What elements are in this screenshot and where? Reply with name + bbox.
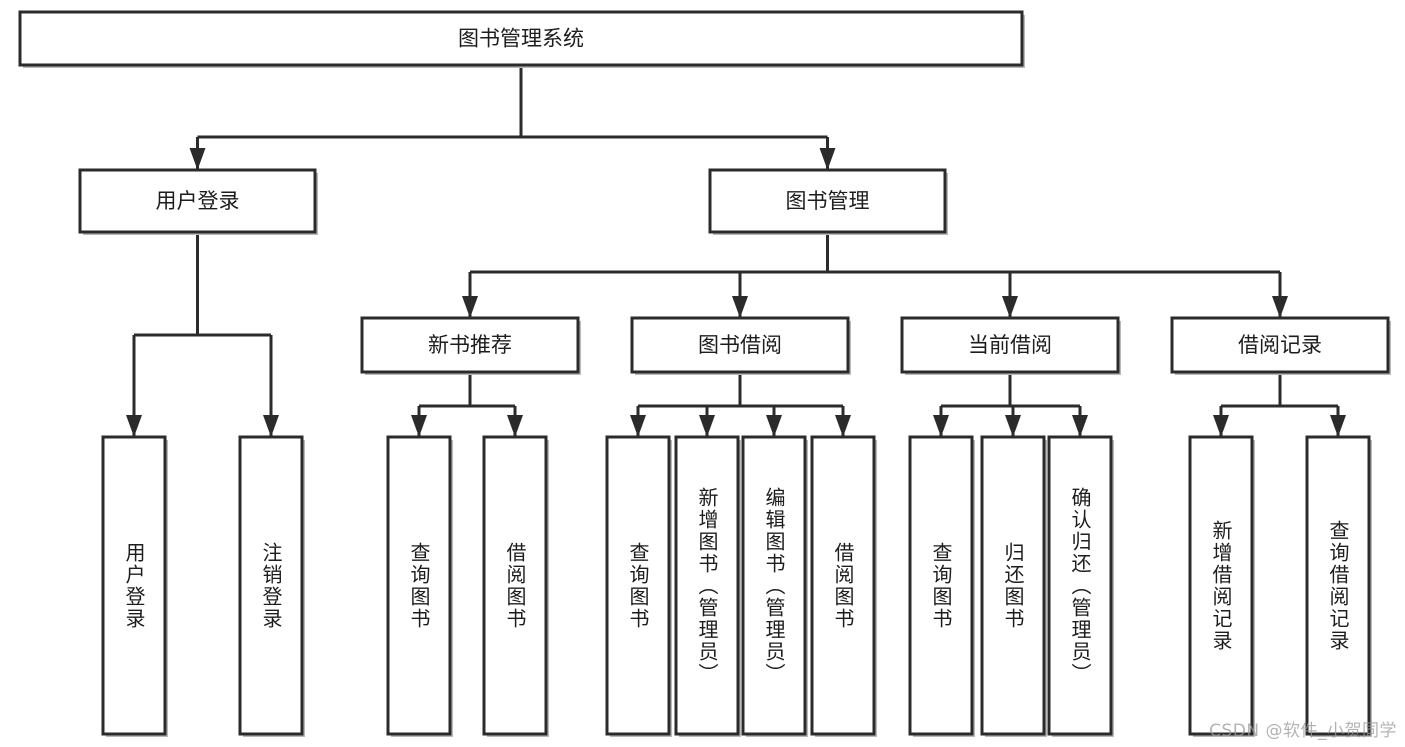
leaf-node-5[interactable] xyxy=(674,435,740,736)
level3-node-1[interactable] xyxy=(630,316,850,374)
root-node-book-management-system[interactable] xyxy=(18,10,1024,67)
leaf-node-1[interactable] xyxy=(238,435,304,736)
arrow-head-icon xyxy=(1330,415,1346,437)
arrow-head-icon xyxy=(263,415,279,437)
node-layer xyxy=(18,10,1391,737)
arrow-head-icon xyxy=(1213,415,1229,437)
arrow-head-icon xyxy=(699,415,715,437)
leaf-node-12[interactable] xyxy=(1305,435,1371,736)
level2-node-1[interactable] xyxy=(708,168,947,234)
level3-node-label-1: 图书借阅 xyxy=(698,333,782,357)
leaf-node-9[interactable] xyxy=(980,435,1046,736)
level3-node-3[interactable] xyxy=(1170,316,1390,374)
level3-node-label-3: 借阅记录 xyxy=(1238,333,1322,357)
level2-node-label-1: 图书管理 xyxy=(786,189,870,213)
leaf-node-6[interactable] xyxy=(741,435,807,736)
level3-node-0[interactable] xyxy=(360,316,580,374)
root-node-label: 图书管理系统 xyxy=(458,27,584,51)
arrow-head-icon xyxy=(126,415,142,437)
leaf-node-3[interactable] xyxy=(482,435,548,736)
level2-node-label-0: 用户登录 xyxy=(156,189,240,213)
arrow-head-icon xyxy=(766,415,782,437)
level2-node-0[interactable] xyxy=(78,168,317,234)
arrow-head-icon xyxy=(835,415,851,437)
arrow-head-icon xyxy=(1002,296,1018,318)
arrow-head-icon xyxy=(189,148,206,170)
arrow-head-icon xyxy=(1005,415,1021,437)
leaf-node-7[interactable] xyxy=(810,435,876,736)
leaf-node-8[interactable] xyxy=(908,435,974,736)
leaf-node-2[interactable] xyxy=(386,435,452,736)
connector-layer xyxy=(126,65,1346,437)
level3-node-label-0: 新书推荐 xyxy=(428,333,512,357)
leaf-node-11[interactable] xyxy=(1188,435,1254,736)
level3-node-label-2: 当前借阅 xyxy=(968,333,1052,357)
level3-node-2[interactable] xyxy=(900,316,1120,374)
arrow-head-icon xyxy=(933,415,949,437)
arrow-head-icon xyxy=(732,296,748,318)
arrow-head-icon xyxy=(630,415,646,437)
leaf-node-0[interactable] xyxy=(101,435,167,736)
arrow-head-icon xyxy=(1072,415,1088,437)
csdn-watermark: CSDN @软件_小贺同学 xyxy=(1209,721,1397,741)
arrow-head-icon xyxy=(507,415,523,437)
arrow-head-icon xyxy=(1272,296,1288,318)
arrow-head-icon xyxy=(819,148,836,170)
arrow-head-icon xyxy=(462,296,478,318)
leaf-node-10[interactable] xyxy=(1047,435,1113,736)
arrow-head-icon xyxy=(411,415,427,437)
leaf-node-4[interactable] xyxy=(605,435,671,736)
